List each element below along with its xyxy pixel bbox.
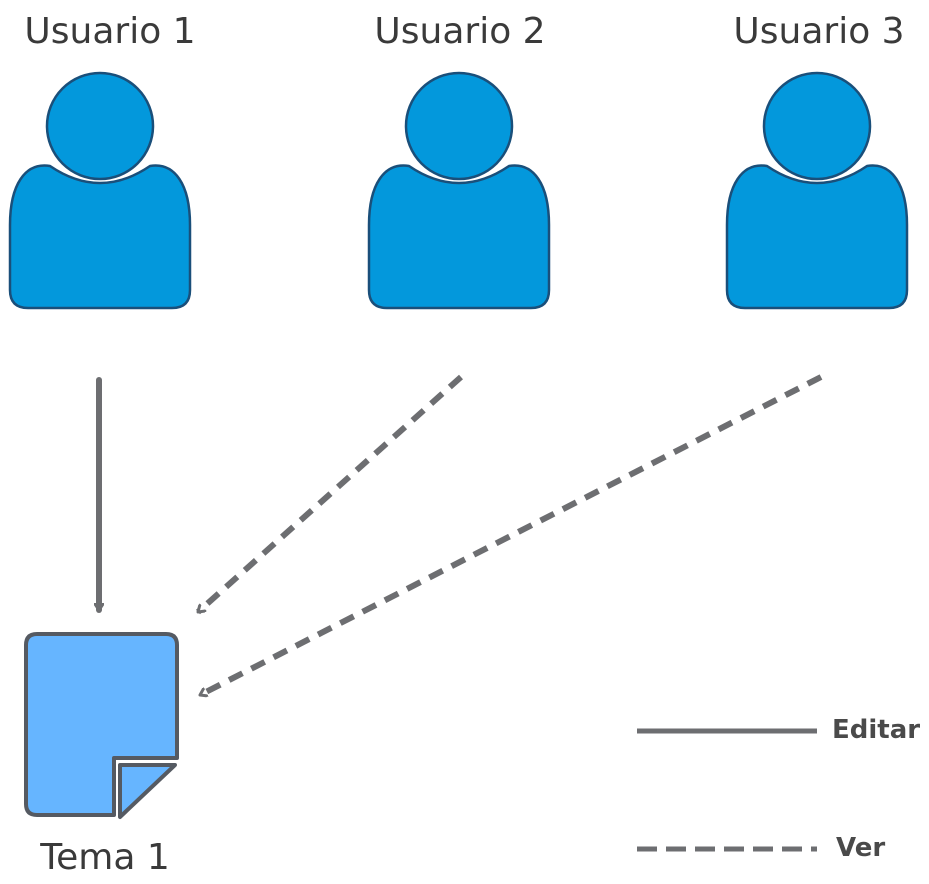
- view-arrow-user-3: [200, 374, 823, 698]
- user-3-label: Usuario 3: [733, 11, 905, 52]
- document-label: Tema 1: [40, 837, 170, 878]
- document-icon: [24, 632, 179, 819]
- user-3-icon: [725, 71, 909, 310]
- user-2-icon: [367, 71, 551, 310]
- user-2-label: Usuario 2: [374, 11, 546, 52]
- user-1-label: Usuario 1: [24, 11, 196, 52]
- legend-view-label: Ver: [836, 833, 886, 863]
- legend-edit-label: Editar: [832, 715, 921, 745]
- user-1-icon: [8, 71, 192, 310]
- view-arrow-user-2: [196, 374, 463, 615]
